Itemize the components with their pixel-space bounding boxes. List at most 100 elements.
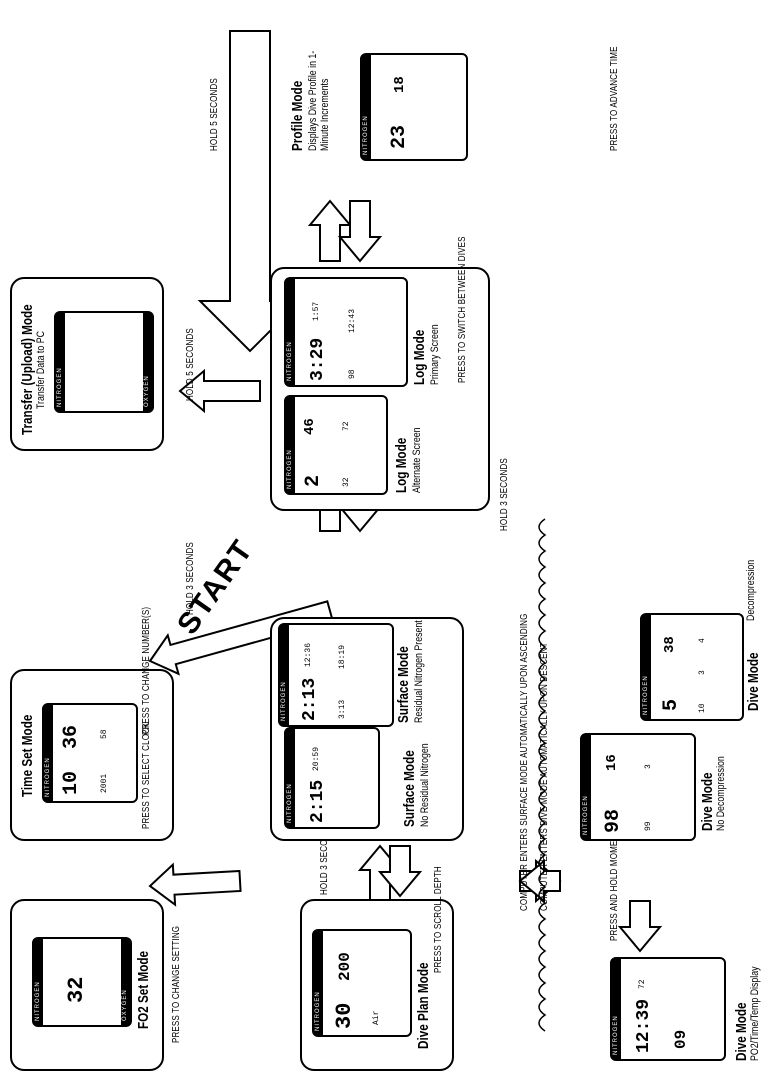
dive-deco-title: Dive Mode — [745, 652, 762, 711]
time-seconds: 58 — [100, 729, 109, 739]
dive-auto-note: COMPUTER ENTERS DIVE MODE AUTOMATICALLY … — [539, 642, 550, 911]
arrow-log-to-profile — [307, 199, 353, 262]
dive-po2-time: 12:39 — [634, 998, 654, 1053]
log-alt-temp-a: 32 — [342, 477, 351, 487]
arrow-profile-to-log — [337, 200, 383, 263]
surface-a-interval: 2:15 — [308, 779, 328, 823]
fo2-lcd: NITROGEN 32 OXYGEN — [32, 937, 132, 1027]
dive-plan-title: Dive Plan Mode — [415, 962, 432, 1049]
surface-b-desat: 3:13 — [338, 699, 347, 719]
dive-plan-hint: PRESS TO SCROLL DEPTH — [433, 866, 444, 973]
surface-auto-note: COMPUTER ENTERS SURFACE MODE AUTOMATICAL… — [519, 613, 530, 911]
dive-po2-lcd: NITROGEN 12:39 72 09 — [610, 957, 726, 1061]
log-pri-clock: 1:57 — [312, 301, 321, 321]
fo2-hint: PRESS TO CHANGE SETTING — [171, 925, 182, 1043]
surface-b-fly: 18:19 — [338, 644, 347, 669]
log-pri-title: Log Mode — [411, 329, 428, 385]
dive-plan-mode-panel: NITROGEN 30 200 Air Dive Plan Mode PRESS… — [300, 866, 454, 1071]
dive-deco-lcd: NITROGEN 5 38 10 3 4 — [640, 613, 744, 721]
log-mode-panel: NITROGEN 2 46 32 72 NITROGEN 3:29 1:57 9… — [270, 236, 490, 511]
profile-hint: PRESS TO ADVANCE TIME — [609, 46, 620, 151]
surface-mode-panel: NITROGEN 2:15 20:59 NITROGEN 2:13 12:36 … — [270, 617, 464, 841]
log-pri-sub: Primary Screen — [429, 324, 441, 385]
lcd-nitrogen-bar: NITROGEN — [582, 735, 591, 839]
dive-po2-temp: 72 — [638, 979, 647, 989]
transfer-hold-hint: HOLD 5 SECONDS — [185, 328, 196, 401]
transfer-mode-panel: Transfer (Upload) Mode Transfer Data to … — [10, 277, 164, 451]
dive-dc-stop: 10 — [698, 703, 707, 713]
log-alt-temp-b: 72 — [342, 421, 351, 431]
log-pri-clock2: 12:43 — [348, 308, 357, 333]
lcd-oxygen-bar: OXYGEN — [121, 939, 130, 1025]
dive-plan-lcd: NITROGEN 30 200 Air — [312, 929, 412, 1037]
time-minutes: 36 — [60, 724, 83, 749]
lcd-nitrogen-bar: NITROGEN — [362, 55, 371, 159]
surface-a-clock: 20:59 — [312, 746, 321, 771]
log-alt-title: Log Mode — [393, 437, 410, 493]
lcd-nitrogen-bar: NITROGEN — [44, 705, 53, 801]
dive-deco-sub: Decompression — [745, 559, 757, 621]
profile-lcd: NITROGEN 23 18 — [360, 53, 468, 161]
arrow-surface-to-plan — [377, 845, 423, 898]
time-set-mode-panel: Time Set Mode NITROGEN 10 36 2001 58 PRE… — [10, 607, 174, 841]
log-alt-sub: Alternate Screen — [411, 427, 423, 493]
surface-b-sub: Residual Nitrogen Present — [413, 620, 425, 723]
surface-b-interval: 2:13 — [300, 677, 320, 721]
lcd-oxygen-bar: OXYGEN — [143, 313, 152, 411]
dive-po2-sub: PO2/Time/Temp Display — [749, 966, 761, 1061]
lcd-nitrogen-bar: NITROGEN — [280, 625, 289, 725]
transfer-lcd: NITROGEN OXYGEN — [54, 311, 154, 413]
lcd-nitrogen-bar: NITROGEN — [56, 313, 65, 411]
arrow-plan-to-fo2 — [148, 862, 242, 907]
arrow-log-to-transfer — [178, 368, 261, 414]
transfer-title: Transfer (Upload) Mode — [19, 304, 36, 435]
time-set-title: Time Set Mode — [19, 714, 36, 797]
dive-nd-left: 3 — [644, 764, 653, 769]
lcd-nitrogen-bar: NITROGEN — [314, 931, 323, 1035]
profile-depth: 23 — [388, 124, 411, 149]
lcd-nitrogen-bar: NITROGEN — [286, 397, 295, 493]
dive-nd-max: 99 — [644, 821, 653, 831]
log-hold-hint: HOLD 3 SECONDS — [499, 458, 510, 531]
fo2-mode-title: FO2 Set Mode — [135, 950, 152, 1029]
dive-nd-time: 16 — [604, 754, 620, 771]
lcd-nitrogen-bar: NITROGEN — [286, 729, 295, 827]
time-hours: 10 — [60, 770, 83, 795]
profile-title: Profile Mode — [289, 80, 306, 151]
lcd-nitrogen-bar: NITROGEN — [612, 959, 621, 1059]
dive-dc-depth: 5 — [660, 698, 683, 711]
fo2-set-mode-panel: NITROGEN 32 OXYGEN FO2 Set Mode — [10, 899, 164, 1071]
plan-time: 200 — [336, 952, 354, 981]
dive-dc-time: 38 — [662, 636, 678, 653]
fo2-readout: 32 — [64, 976, 89, 1003]
plan-depth: 30 — [332, 1002, 357, 1029]
log-alt-lcd: NITROGEN 2 46 32 72 — [284, 395, 388, 495]
profile-hold-hint: HOLD 5 SECONDS — [209, 78, 220, 151]
arrow-dive-to-po2 — [617, 900, 663, 953]
dive-po2-title: Dive Mode — [733, 1002, 750, 1061]
surface-a-sub: No Residual Nitrogen — [419, 743, 431, 827]
surface-lcd-a: NITROGEN 2:15 20:59 — [284, 727, 380, 829]
log-alt-number: 2 — [302, 474, 325, 487]
surface-lcd-b: NITROGEN 2:13 12:36 3:13 18:19 — [278, 623, 394, 727]
dive-nodeco-sub: No Decompression — [715, 756, 727, 831]
surface-a-title: Surface Mode — [401, 750, 418, 827]
dive-dc-tot: 4 — [698, 638, 707, 643]
log-alt-depth: 46 — [302, 418, 318, 435]
lcd-nitrogen-bar: NITROGEN — [286, 279, 295, 385]
dive-po2-value: 09 — [672, 1029, 690, 1049]
profile-sub: Displays Dive Profile in 1-Minute Increm… — [307, 50, 331, 151]
log-primary-lcd: NITROGEN 3:29 1:57 98 12:43 — [284, 277, 408, 387]
dive-nd-depth: 98 — [602, 808, 625, 833]
dive-nodeco-title: Dive Mode — [699, 772, 716, 831]
lcd-nitrogen-bar: NITROGEN — [642, 615, 651, 719]
log-switch-hint: PRESS TO SWITCH BETWEEN DIVES — [457, 236, 468, 383]
time-set-hint-a: PRESS TO SELECT CLOCK — [141, 722, 152, 829]
auto-mode-wavy-line — [538, 518, 547, 1032]
time-set-hint-b: PRESS TO CHANGE NUMBER(S) — [141, 606, 152, 735]
log-pri-depth: 98 — [348, 369, 357, 379]
surface-b-title: Surface Mode — [395, 646, 412, 723]
log-pri-time: 3:29 — [308, 337, 328, 381]
